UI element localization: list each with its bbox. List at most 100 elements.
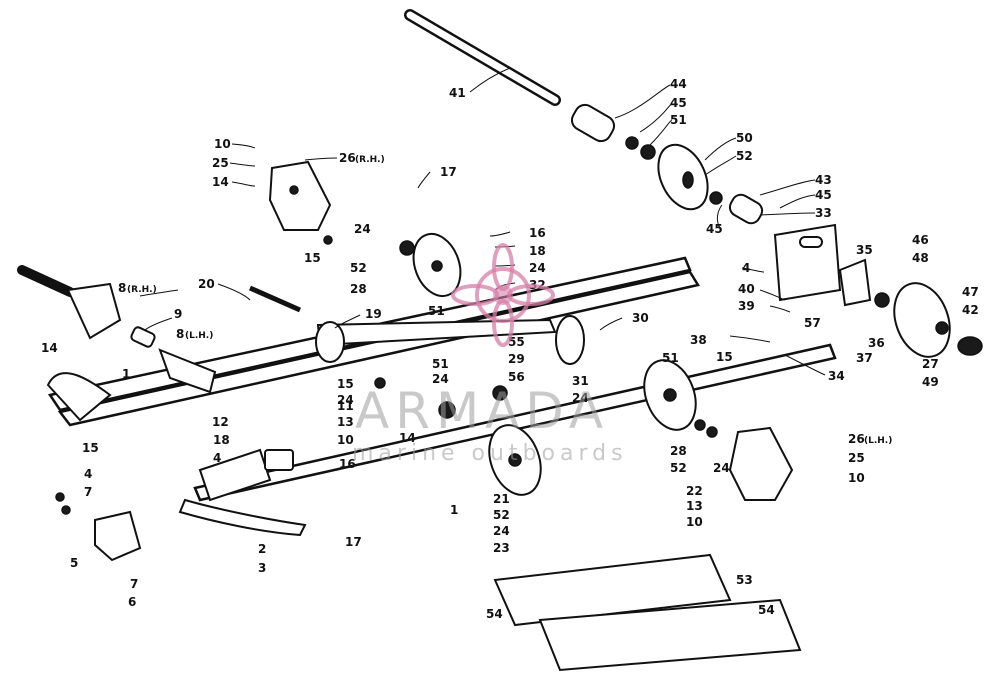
- slide-stop: [94, 510, 142, 562]
- callout-14: 14: [212, 175, 229, 189]
- callout-34: 34: [828, 369, 845, 383]
- callout-5: 5: [70, 556, 78, 570]
- callout-26-lh-tag: (L.H.): [864, 436, 892, 446]
- callout-52: 52: [736, 149, 753, 163]
- callout-4: 4: [213, 451, 221, 465]
- callout-16: 16: [529, 226, 546, 240]
- callout-52: 52: [350, 261, 367, 275]
- leader-lines: [139, 67, 826, 376]
- callout-30: 30: [632, 311, 649, 325]
- callout-24: 24: [354, 222, 371, 236]
- callout-55: 55: [508, 335, 525, 349]
- callout-51: 51: [432, 357, 449, 371]
- callout-4: 4: [742, 261, 750, 275]
- track-section-upper: [493, 553, 732, 627]
- callout-52: 52: [493, 508, 510, 522]
- track-section-lower: [538, 598, 802, 672]
- callout-4: 4: [84, 467, 92, 481]
- callout-28: 28: [350, 282, 367, 296]
- callout-26: 26: [339, 151, 356, 165]
- callout-11: 11: [337, 399, 354, 413]
- callout-23: 23: [493, 541, 510, 555]
- callout-1: 1: [122, 367, 130, 381]
- callout-19: 19: [365, 307, 382, 321]
- watermark-brand: ARMADA: [355, 382, 609, 440]
- callout-6: 6: [128, 595, 136, 609]
- callout-10: 10: [214, 137, 231, 151]
- callout-15: 15: [716, 350, 733, 364]
- spacer-tube: [570, 103, 616, 143]
- callout-39: 39: [738, 299, 755, 313]
- callout-18: 18: [213, 433, 230, 447]
- callout-46: 46: [912, 233, 929, 247]
- callout-8-rh-tag: (R.H.): [127, 285, 157, 295]
- callout-43: 43: [815, 173, 832, 187]
- callout-24: 24: [493, 524, 510, 538]
- callout-37: 37: [856, 351, 873, 365]
- callout-47: 47: [962, 285, 979, 299]
- callout-10: 10: [686, 515, 703, 529]
- callout-45: 45: [815, 188, 832, 202]
- callout-40: 40: [738, 282, 755, 296]
- callout-2: 2: [258, 542, 266, 556]
- callout-15: 15: [304, 251, 321, 265]
- callout-51: 51: [662, 351, 679, 365]
- bushing: [625, 136, 639, 150]
- callout-57: 57: [804, 316, 821, 330]
- callout-18: 18: [529, 244, 546, 258]
- callout-41: 41: [449, 86, 466, 100]
- callout-48: 48: [912, 251, 929, 265]
- callout-16: 16: [339, 457, 356, 471]
- watermark-subtitle: marine outboards: [352, 441, 628, 466]
- spacer-tube-right: [728, 193, 764, 225]
- callout-10: 10: [848, 471, 865, 485]
- callout-17: 17: [345, 535, 362, 549]
- callout-51: 51: [428, 304, 445, 318]
- callout-53: 53: [736, 573, 753, 587]
- right-rail: [57, 270, 700, 427]
- callout-8-lh-tag: (L.H.): [185, 331, 213, 341]
- callout-3: 3: [258, 561, 266, 575]
- callout-33: 33: [815, 206, 832, 220]
- callout-24: 24: [572, 391, 589, 405]
- callout-50: 50: [736, 131, 753, 145]
- mounting-bracket-lh: [694, 419, 794, 501]
- callout-27: 27: [922, 357, 939, 371]
- callout-31: 31: [572, 374, 589, 388]
- callout-15: 15: [82, 441, 99, 455]
- callout-12: 12: [212, 415, 229, 429]
- callout-42: 42: [962, 303, 979, 317]
- callout-29: 29: [508, 352, 525, 366]
- callout-20: 20: [198, 277, 215, 291]
- watermark-logo-icon: [451, 243, 555, 347]
- callout-7: 7: [130, 577, 138, 591]
- hub-cap: [957, 336, 983, 356]
- callout-24: 24: [713, 461, 730, 475]
- track-clips: [493, 553, 802, 672]
- watermark: ARMADA marine outboards: [352, 243, 628, 466]
- callout-24: 24: [337, 393, 354, 407]
- front-arms: [17, 265, 585, 394]
- bearing: [640, 144, 656, 160]
- callout-22: 22: [686, 484, 703, 498]
- callout-51: 51: [670, 113, 687, 127]
- callout-21: 21: [493, 492, 510, 506]
- callout-9: 9: [174, 307, 182, 321]
- callout-25: 25: [212, 156, 229, 170]
- callout-36: 36: [868, 336, 885, 350]
- callout-54: 54: [486, 607, 503, 621]
- callout-8: 8: [118, 281, 126, 295]
- callout-45: 45: [670, 96, 687, 110]
- callout-13: 13: [337, 415, 354, 429]
- callout-38: 38: [690, 333, 707, 347]
- callout-15: 15: [337, 377, 354, 391]
- callout-24: 24: [529, 261, 546, 275]
- callout-56: 56: [508, 370, 525, 384]
- callout-54: 54: [758, 603, 775, 617]
- callout-35: 35: [856, 243, 873, 257]
- callout-17: 17: [440, 165, 457, 179]
- callout-8: 8: [176, 327, 184, 341]
- callout-10: 10: [337, 433, 354, 447]
- outer-wheel: [893, 282, 951, 358]
